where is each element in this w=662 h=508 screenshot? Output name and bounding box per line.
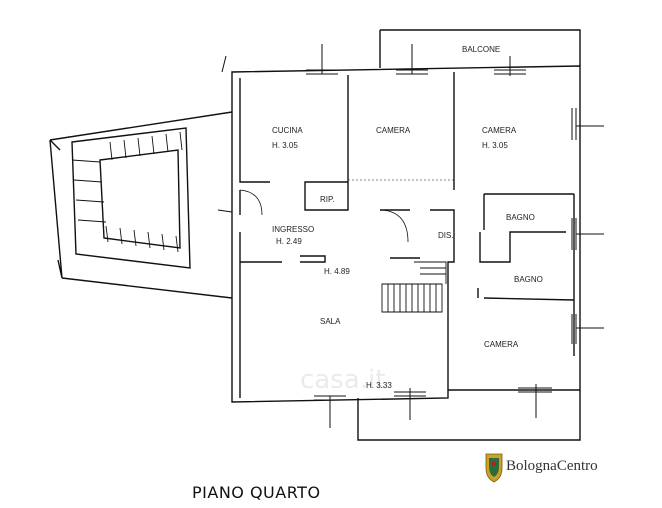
label-ingresso: INGRESSO	[272, 225, 314, 234]
window-marks	[217, 44, 604, 428]
watermark: casa.it	[300, 365, 385, 395]
interior-stair	[381, 261, 447, 313]
label-bagno-2: BAGNO	[514, 275, 543, 284]
label-cucina: CUCINA	[272, 126, 303, 135]
label-camera-2: CAMERA	[482, 126, 517, 135]
brand-name: BolognaCentro	[506, 458, 598, 474]
floor-title: PIANO QUARTO	[192, 483, 321, 502]
outer-wall	[231, 65, 581, 403]
label-ingresso-height: H. 2.49	[276, 237, 302, 246]
label-sala-height: H. 3.33	[366, 381, 392, 390]
common-stairwell-outline	[49, 111, 233, 299]
label-camera-3: CAMERA	[484, 340, 519, 349]
label-dis: DIS.	[438, 231, 454, 240]
balcony-top	[379, 29, 581, 68]
interior-walls	[239, 72, 575, 398]
common-stair-treads	[71, 131, 183, 253]
brand-logo: BolognaCentro	[485, 453, 598, 483]
label-camera-1: CAMERA	[376, 126, 411, 135]
label-camera-2-height: H. 3.05	[482, 141, 508, 150]
label-cucina-height: H. 3.05	[272, 141, 298, 150]
balcony-bottom	[357, 390, 581, 441]
label-sala: SALA	[320, 317, 341, 326]
door-swing	[239, 189, 409, 243]
label-stair-height: H. 4.89	[324, 267, 350, 276]
label-rip: RIP.	[320, 195, 335, 204]
label-balcone: BALCONE	[462, 45, 500, 54]
shield-icon	[485, 453, 503, 483]
stair-inner-walls	[71, 127, 191, 269]
label-bagno-1: BAGNO	[506, 213, 535, 222]
